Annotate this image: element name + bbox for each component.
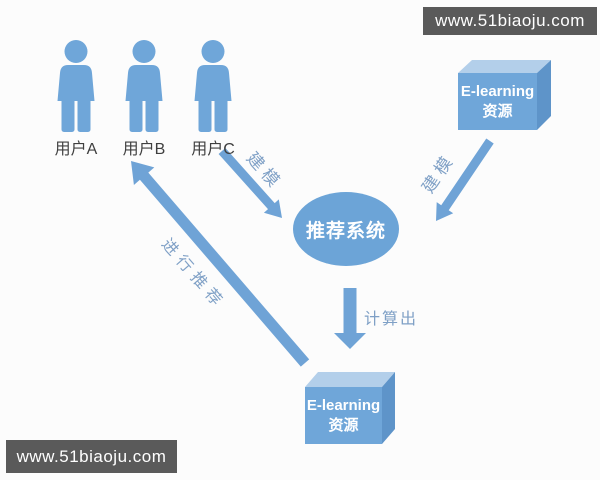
recommendation-system-label: 推荐系统 bbox=[305, 220, 386, 242]
recommend-arrow bbox=[131, 161, 310, 367]
compute-arrow bbox=[334, 288, 366, 349]
user-label: 用户C bbox=[191, 141, 235, 158]
person-icon bbox=[57, 40, 95, 132]
person-icon bbox=[194, 40, 232, 132]
cube-icon bbox=[305, 372, 395, 444]
model-users-arrow bbox=[218, 148, 282, 218]
resource-line1: E-learning bbox=[460, 82, 535, 100]
elearning-resource-bottom-node: E-learning 资源 bbox=[305, 388, 382, 443]
elearning-resource-top-node: E-learning 资源 bbox=[458, 74, 537, 129]
user-label: 用户B bbox=[122, 141, 166, 158]
resource-line2: 资源 bbox=[482, 102, 513, 120]
user-node-a: 用户A bbox=[46, 40, 106, 159]
recommendation-system-node: 推荐系统 bbox=[293, 192, 399, 266]
edge-label-compute: 计算出 bbox=[363, 311, 419, 328]
resource-line1: E-learning bbox=[306, 396, 381, 414]
user-label: 用户A bbox=[54, 141, 98, 158]
user-node-c: 用户C bbox=[183, 40, 243, 159]
user-node-b: 用户B bbox=[114, 40, 174, 159]
model-resources-arrow bbox=[436, 138, 494, 221]
cube-icon bbox=[458, 60, 551, 130]
resource-line2: 资源 bbox=[328, 416, 359, 434]
watermark-top-right: www.51biaoju.com bbox=[423, 7, 597, 35]
watermark-bottom-left: www.51biaoju.com bbox=[6, 440, 177, 473]
person-icon bbox=[125, 40, 163, 132]
